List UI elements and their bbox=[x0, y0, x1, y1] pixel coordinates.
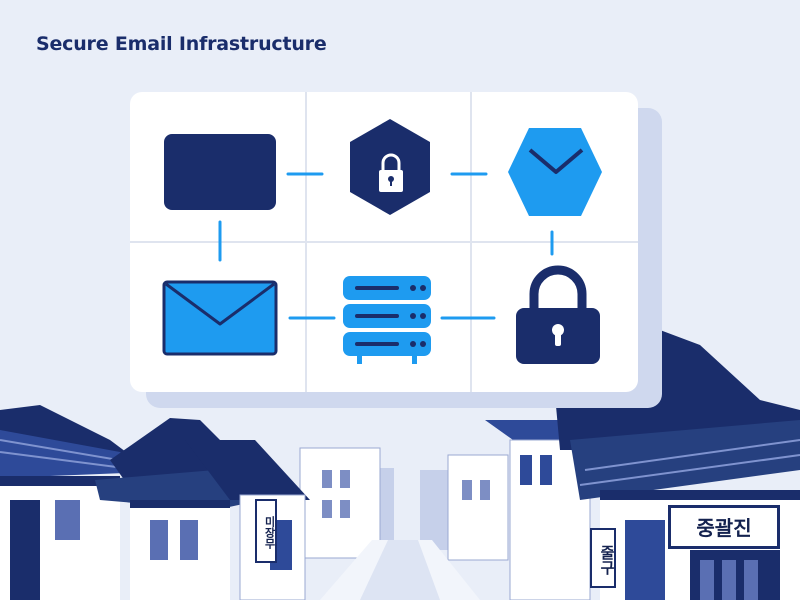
street-sign-left: 미장무 bbox=[255, 499, 277, 563]
email-card-icon bbox=[164, 134, 276, 210]
server-stack-icon bbox=[343, 276, 431, 364]
street-sign-right: 중괄진 bbox=[668, 505, 780, 549]
email-card-cell bbox=[130, 92, 299, 242]
server-cell bbox=[299, 242, 468, 392]
envelope-icon bbox=[162, 280, 278, 356]
security-diagram-panel bbox=[130, 92, 638, 392]
street-sign-middle: 줄구 bbox=[590, 528, 616, 588]
page-title: Secure Email Infrastructure bbox=[36, 33, 327, 55]
grid-lines bbox=[130, 92, 638, 392]
envelope-hexagon-cell bbox=[468, 92, 637, 242]
envelope-hexagon-icon bbox=[508, 128, 602, 216]
lock-hexagon-icon bbox=[350, 119, 430, 215]
envelope-cell bbox=[130, 242, 299, 392]
lock-hexagon-cell bbox=[299, 92, 468, 242]
padlock-cell bbox=[468, 242, 637, 392]
padlock-icon bbox=[516, 265, 600, 364]
